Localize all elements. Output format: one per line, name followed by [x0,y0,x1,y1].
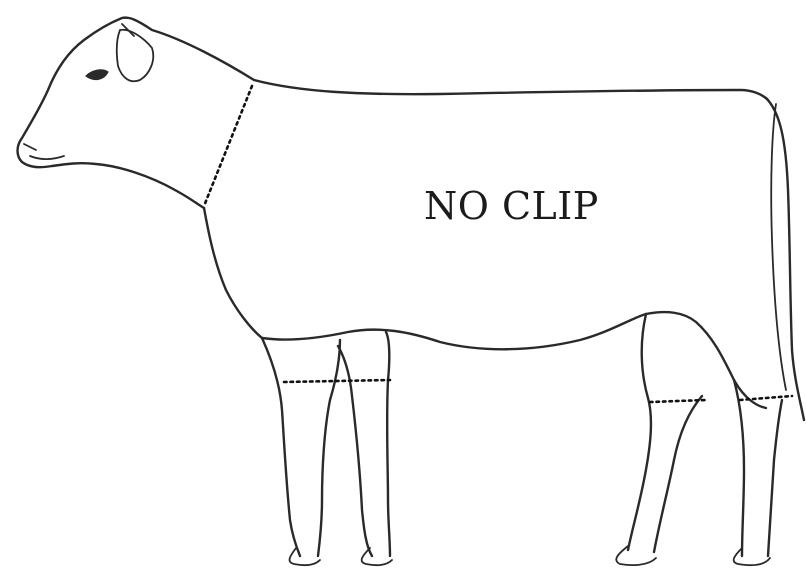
cow-ear [117,30,154,81]
cow-hind-legs [616,314,782,565]
cow-head [18,18,255,208]
cow-eye [86,70,108,80]
cow-body [204,208,766,408]
clip-boundaries [204,86,792,402]
neck-clip-line [204,86,252,206]
no-clip-label: NO CLIP [424,184,599,228]
cow-front-legs [262,332,392,565]
front-leg-clip-line [284,380,390,382]
